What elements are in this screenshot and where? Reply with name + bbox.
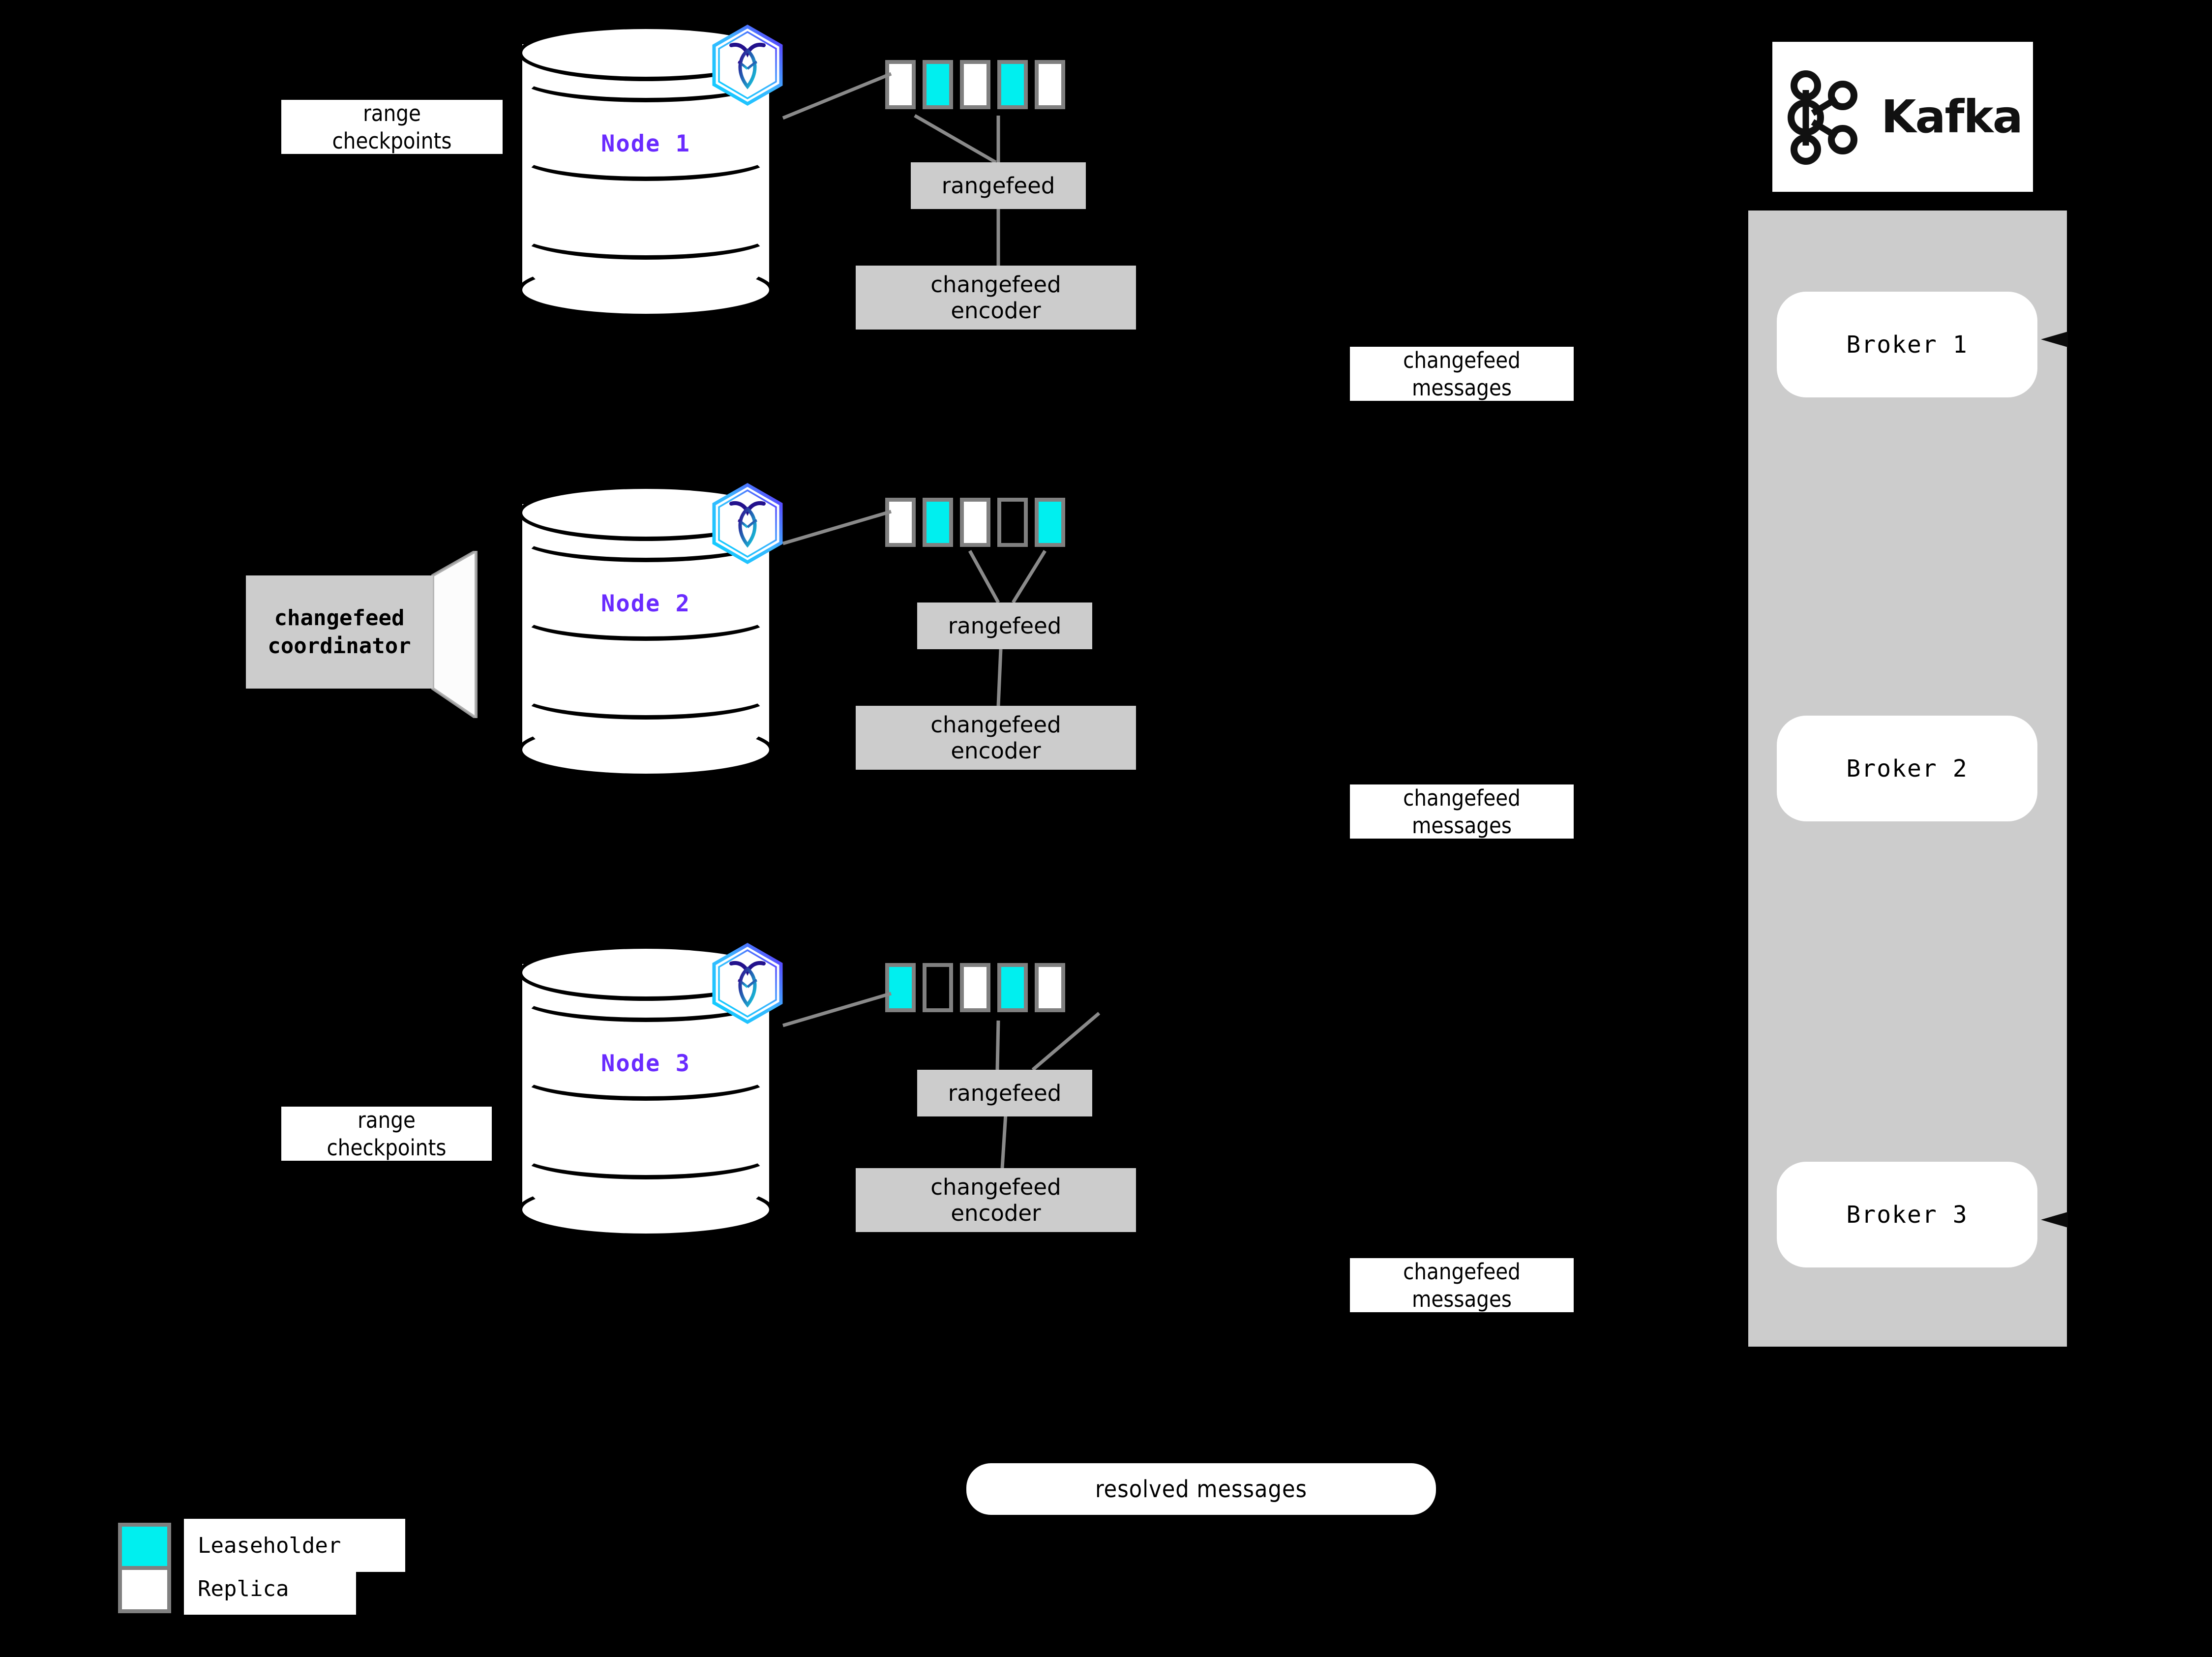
legend-label-replica: Replica [184,1563,356,1615]
kafka-wordmark: Kafka [1881,90,2023,143]
resolved-messages-pill: resolved messages [966,1463,1436,1515]
kafka-inbound-arrow-icon [2041,331,2068,347]
node-3-replica-row [885,963,1065,1012]
empty-replica-box [923,963,953,1012]
cockroachdb-logo-icon [708,24,787,107]
kafka-logo-box: Kafka [1772,42,2033,192]
cockroachdb-logo-icon [708,482,787,566]
replica-box [885,498,916,547]
leaseholder-box [885,963,916,1012]
encoder-label-line1: changefeed [930,711,1061,738]
node-3-rangefeed-box[interactable]: rangefeed [917,1070,1092,1116]
replica-box [960,498,990,547]
kafka-icon [1788,70,1858,165]
node-2-replica-row [885,498,1065,547]
legend-label-leaseholder: Leaseholder [184,1519,405,1572]
coordinator-flap-icon [431,551,478,718]
encoder-label-line2: encoder [951,738,1041,764]
cylinder-band [518,670,774,720]
node-1-label: Node 1 [601,130,690,157]
leaseholder-box [1035,498,1065,547]
cylinder-band [518,211,774,260]
node-2-changefeed-encoder-box[interactable]: changefeed encoder [856,706,1136,770]
node-2-rangefeed-box[interactable]: rangefeed [917,603,1092,649]
message-line2: messages [1411,375,1512,401]
node-1-replica-row [885,60,1065,109]
node-3-changefeed-encoder-box[interactable]: changefeed encoder [856,1168,1136,1232]
rangefeed-label: rangefeed [941,172,1055,199]
node-3-range-checkpoints-label: range checkpoints [281,1107,492,1161]
empty-replica-box [997,498,1028,547]
changefeed-coordinator-box[interactable]: changefeed coordinator [246,575,433,689]
legend-text: Replica [198,1576,289,1601]
message-line1: changefeed [1403,1259,1521,1285]
range-checkpoints-line1: range [358,1107,416,1133]
changefeed-messages-label-1: changefeed messages [1350,347,1574,401]
message-line1: changefeed [1403,347,1521,373]
message-line2: messages [1411,813,1512,839]
broker-1[interactable]: Broker 1 [1777,292,2037,397]
changefeed-messages-label-3: changefeed messages [1350,1258,1574,1312]
node-1-rangefeed-box[interactable]: rangefeed [911,162,1086,209]
changefeed-coordinator[interactable]: changefeed coordinator [246,551,492,718]
node-2-label: Node 2 [601,590,690,617]
coordinator-line1: changefeed [274,605,405,631]
node-1-range-checkpoints-label: range checkpoints [281,100,503,154]
encoder-label-line2: encoder [951,1200,1041,1226]
resolved-messages-label: resolved messages [1095,1475,1308,1503]
replica-box [1035,963,1065,1012]
broker-2[interactable]: Broker 2 [1777,716,2037,821]
broker-3[interactable]: Broker 3 [1777,1162,2037,1267]
encoder-label-line1: changefeed [930,271,1061,298]
leaseholder-box [997,963,1028,1012]
message-line2: messages [1411,1286,1512,1312]
coordinator-line2: coordinator [268,633,411,659]
node-3-label: Node 3 [601,1050,690,1077]
kafka-inbound-arrow-icon [2041,1212,2068,1228]
legend-swatch-leaseholder [118,1523,171,1570]
node-1-changefeed-encoder-box[interactable]: changefeed encoder [856,266,1136,330]
broker-label: Broker 1 [1846,331,1968,359]
encoder-label-line1: changefeed [930,1174,1061,1200]
range-checkpoints-line2: checkpoints [327,1135,447,1161]
broker-label: Broker 3 [1846,1201,1968,1229]
cylinder-band [518,53,774,102]
cockroachdb-logo-icon [708,942,787,1025]
message-line1: changefeed [1403,785,1521,811]
leaseholder-box [923,60,953,109]
cylinder-band [518,132,774,181]
encoder-label-line2: encoder [951,298,1041,324]
cylinder-band [518,513,774,562]
cylinder-band [518,1052,774,1101]
cylinder-band [518,973,774,1022]
replica-box [960,60,990,109]
changefeed-messages-label-2: changefeed messages [1350,784,1574,839]
node-1-cylinder: Node 1 [518,25,774,318]
range-checkpoints-line2: checkpoints [332,128,452,154]
cylinder-band [518,1130,774,1179]
replica-box [885,60,916,109]
replica-box [960,963,990,1012]
leaseholder-box [923,498,953,547]
cylinder-bottom [518,722,774,778]
range-checkpoints-line1: range [363,100,421,126]
leaseholder-box [997,60,1028,109]
replica-box [1035,60,1065,109]
legend-swatch-replica [118,1566,171,1613]
cylinder-bottom [518,262,774,318]
legend-text: Leaseholder [198,1533,341,1558]
rangefeed-label: rangefeed [948,1080,1062,1106]
cylinder-bottom [518,1181,774,1238]
rangefeed-label: rangefeed [948,612,1062,639]
cylinder-band [518,592,774,641]
broker-label: Broker 2 [1846,754,1968,783]
